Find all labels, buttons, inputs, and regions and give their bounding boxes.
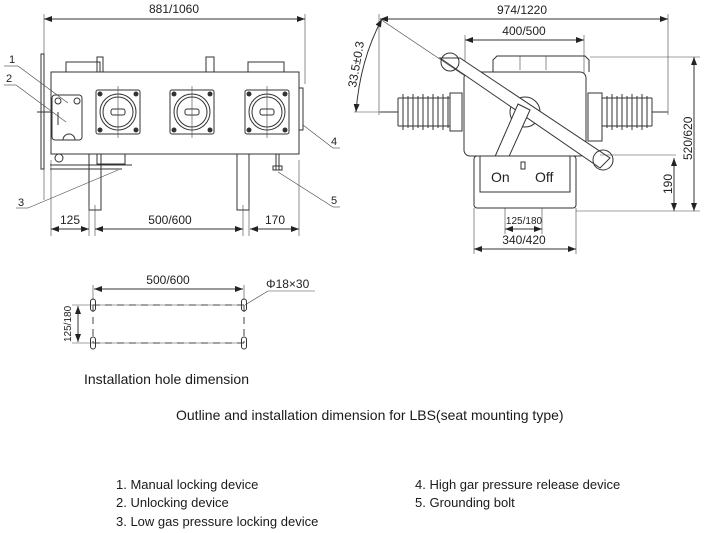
lever-end-ring <box>592 149 614 171</box>
dim-height-total-label: 520/620 <box>681 116 695 160</box>
dim-angle-arc <box>353 18 383 113</box>
dim-top-width-label: 400/500 <box>502 24 546 38</box>
front-view: 881/1060 <box>4 2 340 236</box>
dim-base-inner-label: 125/180 <box>506 216 543 227</box>
callout-5: 5 <box>331 195 337 207</box>
gas-lock-knob <box>54 153 64 163</box>
dim-left-offset-label: 125 <box>60 213 80 227</box>
lifting-handle <box>65 61 101 72</box>
leg-bracket <box>96 153 126 165</box>
bushing-2 <box>169 86 215 138</box>
bushing-3 <box>244 86 290 138</box>
support-leg <box>88 153 102 211</box>
dim-leg-spacing-label: 500/600 <box>148 213 192 227</box>
figure-title: Outline and installation dimension for L… <box>176 407 564 423</box>
callout-line <box>17 65 69 104</box>
top-bracket <box>492 55 590 72</box>
base-box <box>473 155 577 209</box>
callout-line <box>277 171 334 208</box>
bracket <box>205 56 215 73</box>
legend-item-4: 4. High gar pressure release device <box>415 477 621 492</box>
lever-end-ring <box>440 52 460 72</box>
dim-height-base-label: 190 <box>661 174 675 194</box>
screw <box>54 97 62 105</box>
mounting-hole <box>90 336 96 350</box>
hole-size-label: Φ18×30 <box>266 277 310 291</box>
legend-item-5: 5. Grounding bolt <box>415 495 515 510</box>
bushing-1 <box>95 86 141 138</box>
insulator-right <box>587 92 668 142</box>
callout-2: 2 <box>6 73 12 85</box>
dim-overall-width-label: 974/1220 <box>497 3 547 17</box>
screw <box>73 97 81 105</box>
support-leg <box>236 153 250 211</box>
locking-device <box>51 94 83 141</box>
lifting-handle <box>247 61 285 72</box>
dim-base-outer-label: 340/420 <box>502 233 546 247</box>
pressure-release-device <box>298 87 304 131</box>
callout-line <box>15 84 67 123</box>
legend-item-1: 1. Manual locking device <box>116 477 259 492</box>
side-view: 974/1220 400/500 33.5±0.3 <box>345 3 700 254</box>
legend-item-2: 2. Unlocking device <box>116 495 229 510</box>
grounding-nut <box>272 165 283 171</box>
on-label: On <box>491 169 510 185</box>
position-indicator <box>520 161 526 170</box>
dim-right-offset-label: 170 <box>265 213 285 227</box>
off-label: Off <box>535 169 554 185</box>
mounting-hole <box>241 336 247 350</box>
installation-hole-view: 500/600 125/180 Φ18×30 <box>63 273 315 350</box>
dim-hole-spacing-y-label: 125/180 <box>63 305 74 342</box>
insulator-left <box>380 92 463 132</box>
dim-overall-width-label: 881/1060 <box>149 2 199 16</box>
indicator-panel <box>479 156 571 193</box>
mounting-hole <box>241 298 247 312</box>
mounting-hole <box>90 298 96 312</box>
callout-line <box>27 169 119 209</box>
switch-body <box>50 71 300 155</box>
callout-4: 4 <box>331 136 337 148</box>
callout-line <box>244 290 269 306</box>
lock-ring <box>62 133 76 141</box>
legend-item-3: 3. Low gas pressure locking device <box>116 514 319 529</box>
installation-caption: Installation hole dimension <box>84 371 249 387</box>
angle-reference-line <box>379 18 469 79</box>
callout-3: 3 <box>18 197 24 209</box>
dim-hole-spacing-x-label: 500/600 <box>146 273 190 287</box>
callout-1: 1 <box>9 54 15 66</box>
callout-line <box>302 124 334 149</box>
